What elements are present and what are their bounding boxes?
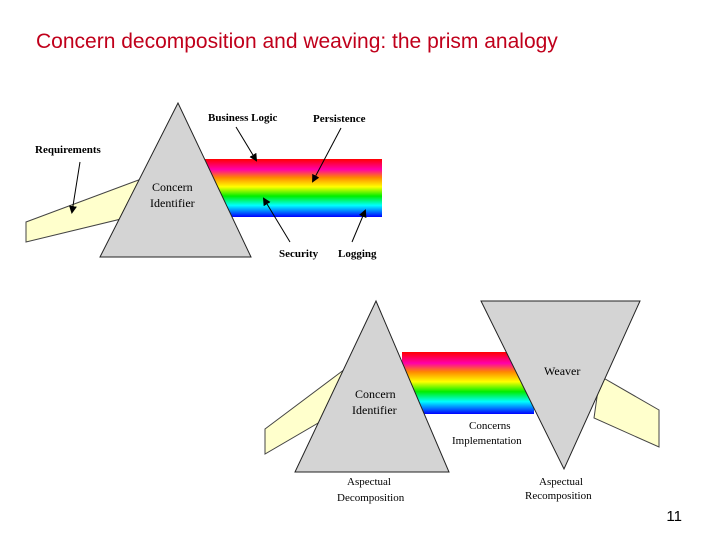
top-prism-label-line1: Concern <box>152 180 193 194</box>
weaver-label: Weaver <box>544 364 580 378</box>
concerns-implementation-line2: Implementation <box>452 435 522 447</box>
aspectual-decomposition-line2: Decomposition <box>337 492 405 504</box>
requirements-label: Requirements <box>35 144 102 156</box>
bottom-output-beam <box>594 376 659 447</box>
logging-label: Logging <box>338 248 377 260</box>
persistence-label: Persistence <box>313 113 366 125</box>
business-logic-arrow <box>236 127 256 160</box>
top-prism-label-line2: Identifier <box>150 196 195 210</box>
bottom-prism-label-line1: Concern <box>355 387 396 401</box>
top-diagram: Concern Identifier Requirements Business… <box>26 103 382 260</box>
business-logic-label: Business Logic <box>208 112 277 124</box>
aspectual-decomposition-line1: Aspectual <box>347 476 391 488</box>
page-number: 11 <box>666 508 682 525</box>
aspectual-recomposition-line1: Aspectual <box>539 476 583 488</box>
security-label: Security <box>279 248 319 260</box>
bottom-diagram: Concern Identifier Weaver Concerns Imple… <box>265 301 659 504</box>
bottom-prism-label-line2: Identifier <box>352 403 397 417</box>
concerns-implementation-line1: Concerns <box>469 420 511 432</box>
aspectual-recomposition-line2: Recomposition <box>525 490 592 502</box>
